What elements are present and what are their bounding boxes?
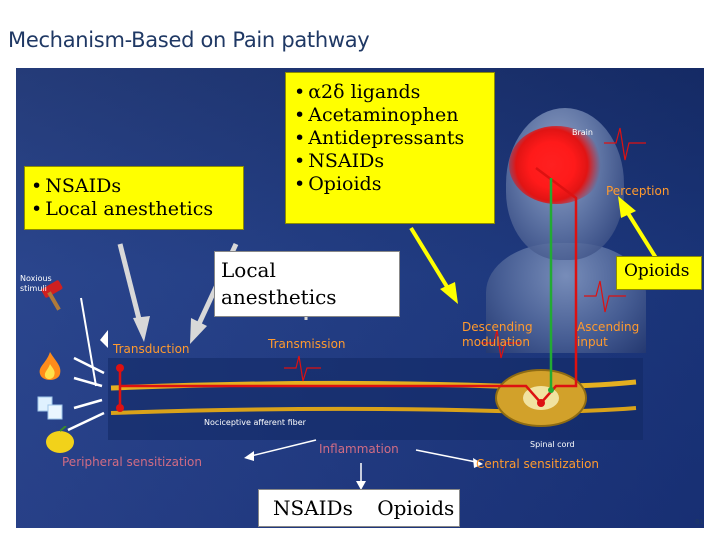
pointer-descending-head xyxy=(440,282,458,304)
drug-list-central: α2δ ligands Acetaminophen Antidepressant… xyxy=(294,81,494,196)
peripheral-sensitization-label: Peripheral sensitization xyxy=(62,455,203,469)
pointer-transduction xyxy=(117,243,143,324)
bottom-drug-opioids: Opioids xyxy=(377,496,455,520)
signal-squiggle-ascending xyxy=(584,280,626,313)
ice-icon xyxy=(32,393,68,428)
pointer-transduction-2-head xyxy=(190,318,207,344)
drug-box-peripheral: NSAIDs Local anesthetics xyxy=(24,166,244,230)
bottom-drug-nsaids: NSAIDs xyxy=(273,496,353,520)
perception-label: Perception xyxy=(606,184,670,198)
drug-item: Opioids xyxy=(294,173,494,196)
transmission-label: Transmission xyxy=(268,337,346,351)
drug-list-peripheral: NSAIDs Local anesthetics xyxy=(31,175,243,221)
pathway-svg xyxy=(67,127,658,490)
local-anesthetics-text: Local anesthetics xyxy=(221,258,337,309)
drug-item: α2δ ligands xyxy=(294,81,494,104)
inflammation-arrowhead xyxy=(356,481,366,490)
signal-squiggle-descending xyxy=(481,329,521,359)
drug-box-central: α2δ ligands Acetaminophen Antidepressant… xyxy=(285,72,495,224)
peripheral-arrow xyxy=(250,439,317,457)
noxious-stimuli-label: Noxious stimuli xyxy=(20,274,52,293)
lemon-arrow xyxy=(67,411,105,432)
inflammation-label: Inflammation xyxy=(319,442,399,456)
bottom-drug-box: NSAIDs Opioids xyxy=(258,489,460,527)
pointer-transduction-head xyxy=(133,316,150,342)
drug-item: Local anesthetics xyxy=(31,198,243,221)
descending-modulation-label: Descending modulation xyxy=(462,320,533,349)
nociceptive-fiber-label: Nociceptive afferent fiber xyxy=(204,418,306,427)
flame-arrow xyxy=(73,376,103,388)
drug-item: NSAIDs xyxy=(294,150,494,173)
transduction-label: Transduction xyxy=(113,342,190,356)
pointer-descending xyxy=(409,226,451,292)
central-arrow xyxy=(415,449,477,463)
synapse-dot xyxy=(537,399,545,407)
hammer-arrow xyxy=(73,356,105,375)
hammer-icon xyxy=(38,278,74,317)
signal-squiggle-brain xyxy=(604,127,646,161)
pointer-perception-head xyxy=(618,196,636,218)
local-anesthetics-box: Local anesthetics xyxy=(214,251,400,317)
brain-glow xyxy=(509,126,604,204)
spinal-cord-label: Spinal cord xyxy=(530,440,575,449)
opioids-text: Opioids xyxy=(624,261,690,281)
stimulus-arrow xyxy=(80,297,97,387)
pointer-perception xyxy=(624,208,658,260)
central-arrowhead xyxy=(473,458,483,468)
signal-squiggle-transmission xyxy=(284,355,321,382)
opioids-box: Opioids xyxy=(616,256,702,290)
central-sensitization-label: Central sensitization xyxy=(476,457,600,471)
ascending-input-label: Ascending input xyxy=(577,320,640,349)
page-number: 81 xyxy=(695,518,704,526)
ascending-pathway xyxy=(118,167,578,408)
lemon-icon xyxy=(44,425,78,461)
drug-item: Antidepressants xyxy=(294,127,494,150)
drug-item: NSAIDs xyxy=(31,175,243,198)
ice-arrow xyxy=(73,398,103,410)
nerve-fiber-lower xyxy=(110,406,637,415)
flame-icon xyxy=(34,350,66,389)
nociceptor-ending xyxy=(116,404,124,412)
nociceptor-ending xyxy=(116,364,124,372)
descending-terminal xyxy=(548,387,554,393)
stimulus-arrowhead xyxy=(100,330,108,348)
peripheral-arrowhead xyxy=(244,451,254,461)
drug-item: Acetaminophen xyxy=(294,104,494,127)
brain-label: Brain xyxy=(572,128,593,137)
page-title: Mechanism-Based on Pain pathway xyxy=(8,28,370,52)
